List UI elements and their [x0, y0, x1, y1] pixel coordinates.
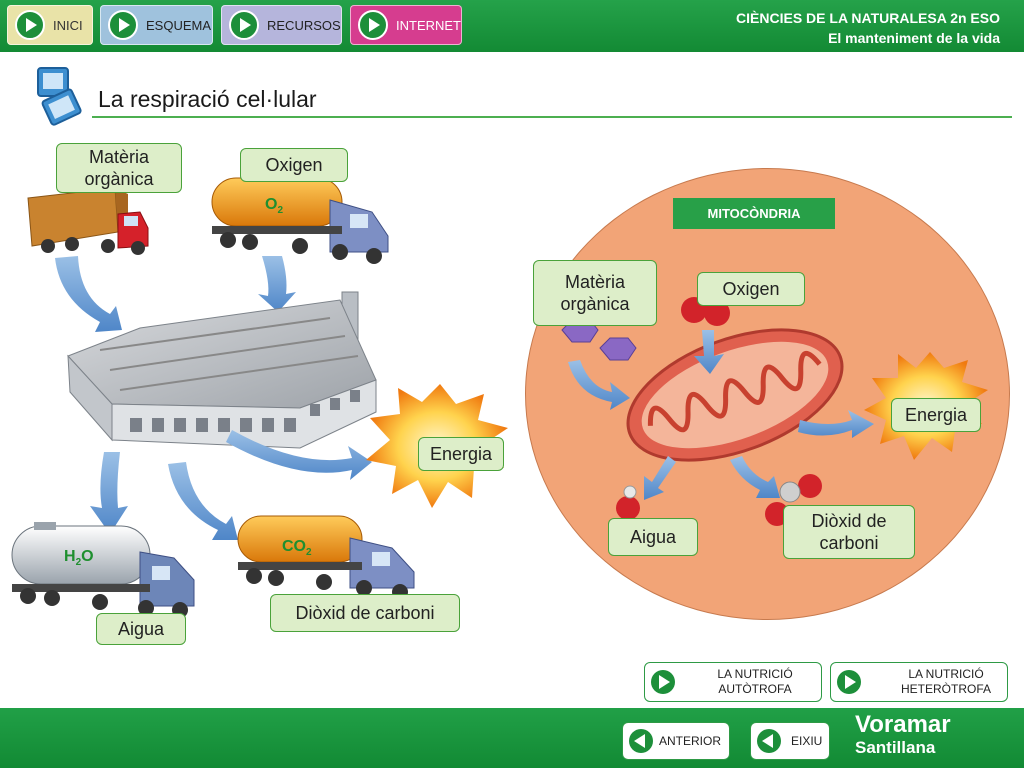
nav-internet-label: INTERNET	[396, 17, 461, 33]
play-icon	[15, 10, 45, 40]
cargo-truck-icon	[27, 187, 149, 255]
link-nutricio-heterotrofa-label: LA NUTRICIÓ HETERÒTROFA	[900, 667, 991, 696]
label-o2: O2	[265, 196, 283, 216]
arrow-oxigen-to-factory	[258, 256, 296, 312]
nav-recursos-label: RECURSOS	[267, 17, 341, 33]
back-arrow-icon	[629, 729, 653, 753]
co2-symbol: CO	[282, 538, 306, 555]
nav-internet-button[interactable]: INTERNET	[350, 5, 462, 45]
link-nutricio-autotrofa-label: LA NUTRICIÓ AUTÒTROFA	[717, 667, 793, 696]
screens-icon	[37, 67, 82, 126]
oxygen-tanker-icon	[211, 177, 389, 264]
h2o-h: H	[64, 548, 76, 565]
label-h2o: H2O	[64, 548, 94, 568]
arrow-oxigen-to-mitochondrion	[694, 330, 724, 374]
factory-icon	[67, 291, 377, 449]
water-tanker-icon	[11, 522, 195, 618]
play-icon	[108, 10, 138, 40]
co2-molecule-icon	[798, 474, 822, 498]
mito-label-materia-organica: Matèria orgànica	[533, 260, 657, 326]
top-bar: INICI ESQUEMA RECURSOS INTERNET CIÈNCIES…	[0, 0, 1024, 52]
play-icon	[229, 10, 259, 40]
o2-symbol: O	[265, 196, 278, 213]
link-nutricio-heterotrofa[interactable]: LA NUTRICIÓ HETERÒTROFA	[830, 662, 1008, 702]
course-title: CIÈNCIES DE LA NATURALESA 2n ESO	[736, 10, 1000, 26]
arrow-mitochondrion-to-dioxid	[730, 456, 780, 498]
bottom-bar	[0, 708, 1024, 768]
co2-tanker-icon	[237, 515, 415, 600]
o2-subscript: 2	[277, 205, 284, 217]
label-materia-organica: Matèria orgànica	[56, 143, 182, 193]
mito-label-oxigen: Oxigen	[697, 272, 805, 306]
arrow-mitochondrion-to-energia	[798, 410, 874, 438]
brand-top: Voramar	[855, 711, 951, 738]
label-dioxid-carboni: Diòxid de carboni	[270, 594, 460, 632]
arrow-materia-to-factory	[55, 256, 122, 332]
mito-label-aigua: Aigua	[608, 518, 698, 556]
mito-label-dioxid-carboni: Diòxid de carboni	[783, 505, 915, 559]
arrow-factory-to-co2	[168, 462, 238, 540]
page-title: La respiració cel·lular	[98, 86, 317, 112]
brand-bottom: Santillana	[855, 738, 936, 757]
play-icon	[358, 10, 388, 40]
back-arrow-icon	[757, 729, 781, 753]
arrow-materia-to-mitochondrion	[568, 360, 630, 410]
oxygen-molecule-icon	[704, 300, 730, 326]
mito-label-energia: Energia	[891, 398, 981, 432]
h2o-subscript: 2	[75, 557, 82, 569]
nav-esquema-label: ESQUEMA	[146, 17, 212, 33]
eixiu-label: EIXIU	[791, 733, 823, 748]
eixiu-button[interactable]: EIXIU	[750, 722, 830, 760]
h2o-o: O	[81, 548, 94, 565]
label-oxigen: Oxigen	[240, 148, 348, 182]
label-co2: CO2	[282, 538, 312, 558]
nav-inici-button[interactable]: INICI	[7, 5, 93, 45]
header-title: CIÈNCIES DE LA NATURALESA 2n ESO El mant…	[736, 8, 1000, 48]
label-aigua: Aigua	[96, 613, 186, 645]
nav-esquema-button[interactable]: ESQUEMA	[100, 5, 213, 45]
nav-recursos-button[interactable]: RECURSOS	[221, 5, 342, 45]
anterior-label: ANTERIOR	[659, 733, 722, 748]
anterior-button[interactable]: ANTERIOR	[622, 722, 730, 760]
brand-logo: Voramar Santillana	[855, 712, 951, 758]
link-nutricio-autotrofa[interactable]: LA NUTRICIÓ AUTÒTROFA	[644, 662, 822, 702]
label-energia: Energia	[418, 437, 504, 471]
play-icon	[651, 670, 675, 694]
play-icon	[837, 670, 861, 694]
co2-molecule-icon	[779, 481, 801, 503]
illustration-layer	[11, 177, 988, 618]
organic-molecule-icon	[599, 337, 637, 361]
water-molecule-icon	[623, 485, 637, 499]
mitochondria-title: MITOCÒNDRIA	[673, 198, 835, 229]
arrow-mitochondrion-to-aigua	[644, 456, 676, 500]
co2-subscript: 2	[306, 547, 312, 559]
unit-title: El manteniment de la vida	[828, 30, 1000, 46]
arrow-factory-to-energia	[226, 430, 372, 480]
title-divider	[92, 116, 1012, 118]
water-molecule-icon	[616, 496, 640, 520]
mitochondrion-icon	[626, 328, 844, 462]
nav-inici-label: INICI	[53, 17, 83, 33]
arrow-factory-to-aigua	[90, 452, 128, 534]
